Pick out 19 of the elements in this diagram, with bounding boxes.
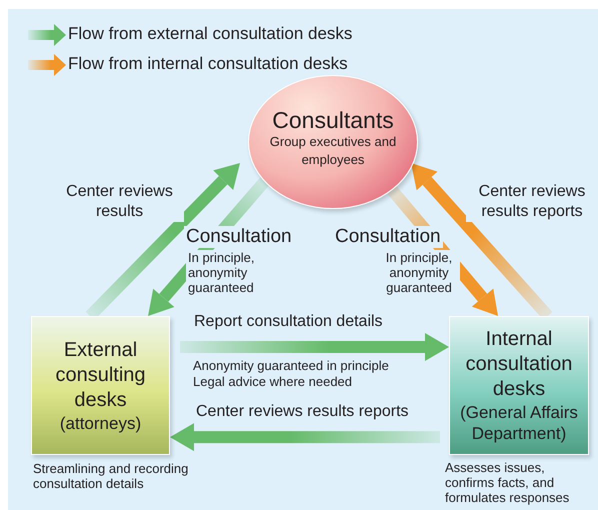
annotation-text: Legal advice where needed [193, 374, 352, 389]
node-title: Consultants [272, 107, 394, 133]
internal-desk-box [449, 316, 589, 455]
node-subtitle: Group executives and employees [268, 133, 398, 169]
edge-label: Center reviews results reports [194, 402, 411, 422]
node-subtitle: (attorneys) [60, 412, 142, 434]
edge-label: Report consultation details [192, 312, 385, 332]
edge-label: Consultation [333, 226, 443, 248]
external-desk-box [31, 316, 170, 455]
node-subtitle: (General Affairs Department) [459, 402, 579, 444]
node-note: Assesses issues, confirms facts, and formulates responses [445, 460, 570, 505]
annotation-text: Anonymity guaranteed in principle [193, 358, 389, 373]
node-title: External consulting desks [54, 338, 147, 412]
legend-text: Flow from internal consultation desks [68, 53, 348, 75]
flow-arrow [170, 423, 440, 452]
node-title: Internal consultation desks [464, 327, 574, 402]
flow-arrow [180, 333, 449, 361]
legend-text: Flow from external consultation desks [68, 23, 352, 45]
node-note: Streamlining and recording consultation details [33, 461, 190, 491]
